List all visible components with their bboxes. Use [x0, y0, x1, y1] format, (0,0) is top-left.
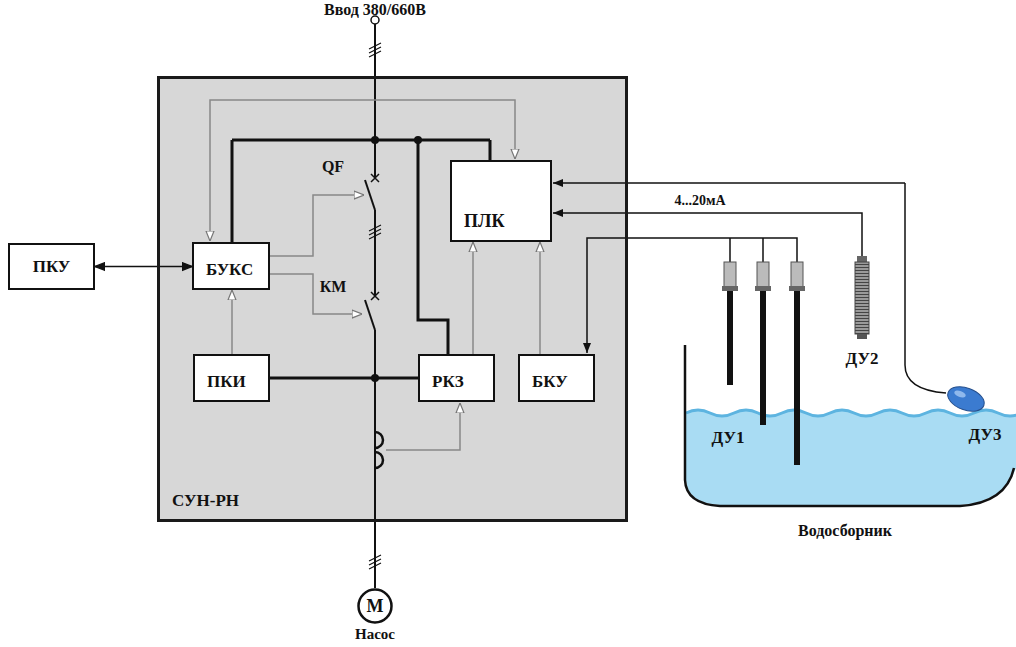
node-label: СУН-РН — [172, 491, 239, 511]
electrode-head — [791, 262, 803, 288]
sensor-label: ДУ3 — [969, 425, 1002, 445]
data-link-arrow — [95, 266, 192, 268]
control-line — [270, 195, 364, 256]
control-line — [210, 100, 375, 241]
contactor-blade — [365, 300, 375, 330]
signal-arrow — [539, 242, 541, 354]
junction-dot — [371, 136, 379, 144]
sensor-wire — [553, 182, 905, 184]
electrode-collar — [722, 286, 738, 291]
float-highlight — [953, 389, 966, 399]
power-connector — [270, 377, 418, 380]
electrode-collar — [789, 286, 805, 291]
signal-arrow — [472, 242, 474, 354]
breaker-blade — [365, 180, 375, 210]
node-label: ПЛК — [464, 211, 504, 232]
three-phase-mark — [369, 225, 381, 239]
insulation-monitor-box: ПКИ — [193, 354, 270, 402]
signal-arrow — [231, 290, 233, 354]
electrode-rod — [760, 291, 766, 425]
junction-dot — [414, 136, 422, 144]
node-label: ПКУ — [33, 257, 71, 277]
controller-cabinet: ПЛК БУКС ПКИ РКЗ БКУ СУН-РН — [157, 76, 628, 522]
sensor-wire — [553, 213, 862, 260]
level-sensor — [855, 256, 869, 339]
control-line — [386, 403, 460, 450]
electrode-rod — [794, 291, 800, 465]
pump-caption: Насос — [355, 626, 395, 643]
electrode — [722, 262, 738, 385]
tank-label: Водосборник — [798, 522, 892, 540]
contactor-contact — [371, 292, 379, 300]
sensor-wires — [553, 183, 946, 393]
power-line — [374, 24, 376, 588]
current-transformer — [375, 432, 383, 468]
signal-label: 4...20мА — [674, 193, 725, 209]
electrode-rod — [727, 291, 733, 385]
node-label: ПКИ — [207, 372, 246, 392]
node-label: БУКС — [206, 260, 253, 280]
control-line — [270, 274, 362, 314]
electrode-head — [757, 262, 769, 288]
input-voltage-label: Ввод 380/660В — [324, 1, 426, 19]
plc-box: ПЛК — [450, 160, 552, 242]
remote-panel-box: ПКУ — [8, 243, 95, 290]
node-label: БКУ — [532, 372, 568, 392]
electrode-head — [724, 262, 736, 288]
motor-outline — [359, 590, 392, 623]
water — [686, 410, 1016, 505]
float-switch — [944, 382, 987, 416]
electrode-collar — [755, 286, 771, 291]
tank-wall — [685, 345, 1014, 506]
sensor-wire — [905, 183, 946, 393]
contactor-label: КМ — [320, 278, 347, 296]
node-label: РКЗ — [432, 372, 464, 392]
breaker-contact — [371, 174, 379, 182]
sensor-wire — [730, 238, 763, 263]
sensor-label: ДУ1 — [712, 428, 745, 448]
sensor-label: ДУ2 — [846, 349, 879, 369]
three-phase-mark — [369, 43, 381, 57]
float-body — [944, 382, 987, 416]
level-control-box: БКУ — [518, 354, 595, 402]
breaker-label: QF — [322, 158, 344, 176]
three-phase-mark — [369, 555, 381, 569]
cabinet-fill — [157, 76, 628, 522]
pump-motor: MНасос — [357, 588, 393, 624]
electrode — [789, 262, 805, 465]
comm-unit-box: БУКС — [192, 242, 270, 290]
sensor-tip — [857, 334, 867, 339]
sensor-body — [855, 262, 869, 334]
node-label: M — [367, 596, 384, 617]
short-circuit-relay-box: РКЗ — [418, 354, 495, 402]
control-line — [375, 100, 515, 159]
electrode — [755, 262, 771, 425]
